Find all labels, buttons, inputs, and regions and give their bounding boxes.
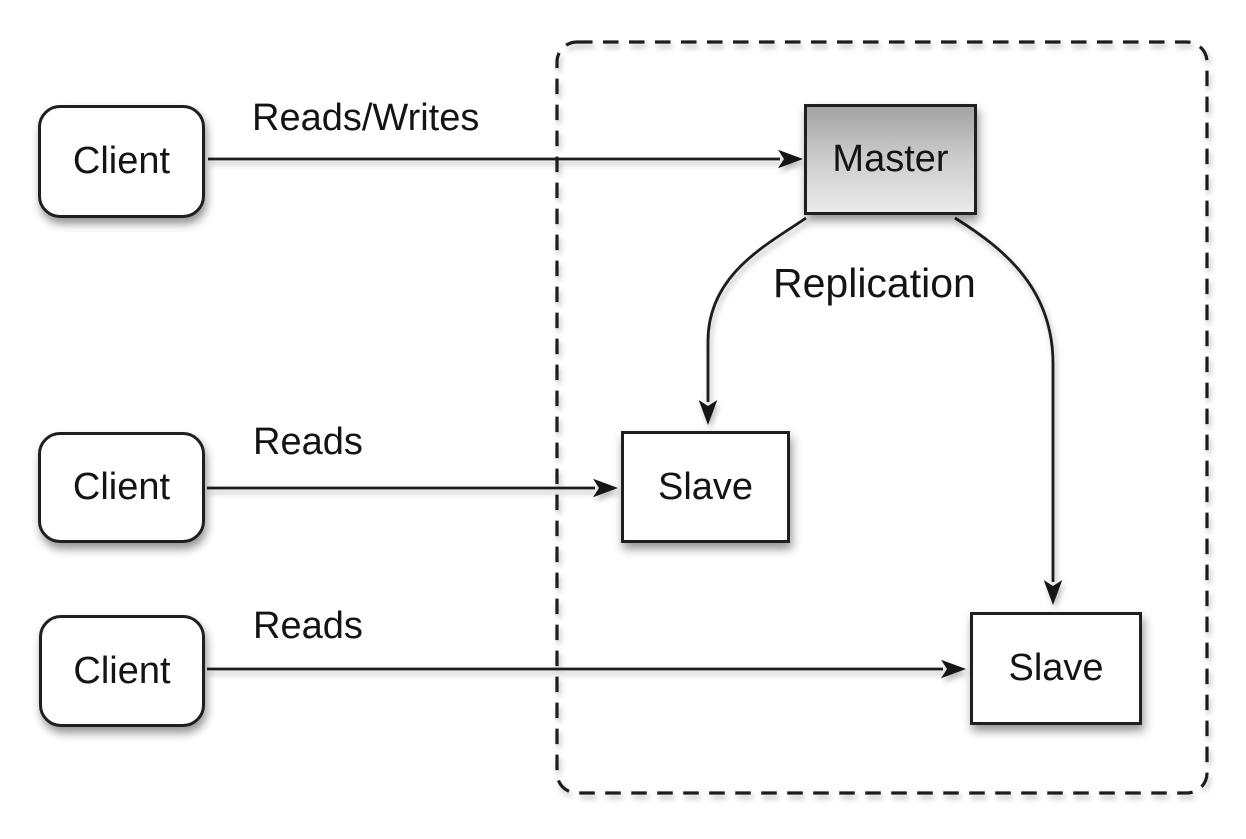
node-master: Master (804, 104, 977, 215)
node-client-2-label: Client (72, 466, 171, 508)
node-master-label: Master (832, 138, 949, 180)
node-client-3-label: Client (73, 649, 171, 692)
node-client-3: Client (39, 615, 205, 727)
node-slave-2: Slave (970, 612, 1142, 725)
edge-label-reads-middle: Reads (253, 421, 363, 463)
node-client-2: Client (38, 432, 205, 543)
node-slave-1: Slave (621, 431, 790, 543)
node-slave-2-label: Slave (1008, 647, 1104, 689)
node-client-1-label: Client (72, 140, 171, 182)
edge-label-reads-writes: Reads/Writes (252, 97, 480, 139)
replication-cluster-dashed-border (555, 40, 1209, 795)
edge-label-reads-bottom: Reads (253, 605, 363, 647)
edge-replication-master-to-slave2 (954, 216, 1063, 605)
edge-replication-master-to-slave1 (698, 216, 807, 425)
node-slave-1-label: Slave (657, 465, 754, 508)
node-client-1: Client (38, 105, 205, 218)
edge-label-replication: Replication (773, 260, 976, 306)
